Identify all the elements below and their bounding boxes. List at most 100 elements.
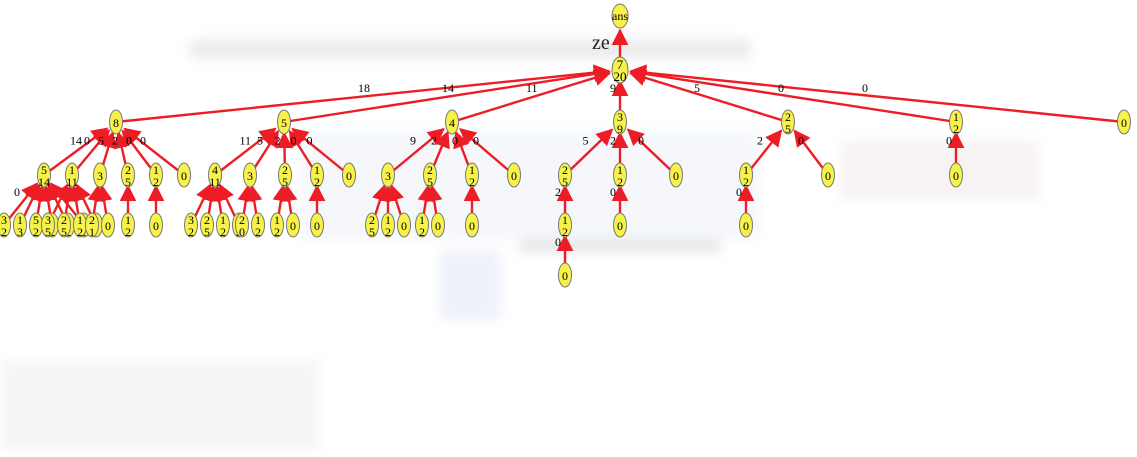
branch-1-0-node: 25 bbox=[200, 212, 214, 239]
branch-0-0-node: 32 bbox=[0, 212, 11, 239]
nodes-layer: 3213521212115143525120111210312250120832… bbox=[0, 3, 1131, 288]
edge-l2-2-3 bbox=[459, 128, 515, 176]
node-count: 5 bbox=[427, 175, 433, 189]
edge-label: 2 bbox=[555, 185, 561, 199]
edge-label: 0 bbox=[736, 185, 742, 199]
node-value: 0 bbox=[562, 269, 568, 283]
branch-1-0-node: 32 bbox=[184, 212, 198, 239]
edge-l2-1-4 bbox=[291, 127, 350, 176]
edge-root-6 bbox=[629, 64, 1125, 124]
branch-0-3-node: 12 bbox=[121, 212, 135, 239]
node-value: 1 bbox=[385, 213, 391, 227]
branch-1-3-node: 0 bbox=[310, 212, 324, 238]
branch-1-1-node: 20 bbox=[235, 212, 249, 239]
branch-0-2-node: 0 bbox=[101, 212, 115, 238]
node-l2-0-5: 0 bbox=[177, 162, 191, 188]
node-l1-3: 39 bbox=[613, 109, 627, 136]
node-l2-0-3: 25 bbox=[121, 162, 135, 189]
node-count: 5 bbox=[562, 175, 568, 189]
edge-label: 14 bbox=[70, 134, 82, 148]
edge-label: 0 bbox=[307, 134, 313, 148]
edge-root-1 bbox=[283, 65, 611, 124]
node-value: 0 bbox=[346, 169, 352, 183]
node-l2-5-0: 0 bbox=[949, 162, 963, 188]
branch-2-1-node: 12 bbox=[415, 212, 429, 239]
node-value: 2 bbox=[369, 213, 375, 227]
node-value: 1 bbox=[77, 213, 83, 227]
edge-label: 2 bbox=[757, 134, 763, 148]
node-value: 4 bbox=[212, 163, 218, 177]
node-count: 5 bbox=[61, 225, 67, 239]
edge-label: 2 bbox=[275, 134, 281, 148]
node-value: 1 bbox=[17, 213, 23, 227]
node-count: 3 bbox=[17, 225, 23, 239]
node-value: 0 bbox=[314, 219, 320, 233]
edge-label: 0 bbox=[798, 134, 804, 148]
edge-root-5 bbox=[629, 65, 957, 124]
node-count: 2 bbox=[77, 225, 83, 239]
edge-l2-3-2 bbox=[626, 128, 677, 176]
node-count: 5 bbox=[785, 122, 791, 136]
node-value: 0 bbox=[1121, 116, 1127, 130]
node-value: 0 bbox=[825, 169, 831, 183]
branch-1-2-node: 12 bbox=[270, 212, 284, 239]
node-l2-1-2: 25 bbox=[278, 162, 292, 189]
edge-label: 0 bbox=[862, 81, 868, 95]
node-l2-3-2: 0 bbox=[669, 162, 683, 188]
branch-1-1-node: 12 bbox=[251, 212, 265, 239]
node-value: 2 bbox=[562, 163, 568, 177]
node-value: 1 bbox=[274, 213, 280, 227]
node-count: 2 bbox=[1, 225, 7, 239]
branch-3-0-child-node: 0 bbox=[558, 262, 572, 288]
node-l2-1-1: 3 bbox=[243, 162, 257, 188]
node-count: 2 bbox=[469, 175, 475, 189]
node-value: 3 bbox=[97, 169, 103, 183]
node-count: 2 bbox=[33, 225, 39, 239]
node-value: 2 bbox=[61, 213, 67, 227]
node-value: 2 bbox=[204, 213, 210, 227]
edge-label: 11 bbox=[526, 81, 538, 95]
node-value: 8 bbox=[113, 116, 119, 130]
node-count: 11 bbox=[209, 175, 221, 189]
node-value: 1 bbox=[617, 163, 623, 177]
branch-0-4-node: 0 bbox=[149, 212, 163, 238]
node-value: 3 bbox=[385, 169, 391, 183]
edge-label: 0 bbox=[610, 185, 616, 199]
node-value: 0 bbox=[673, 169, 679, 183]
node-value: 1 bbox=[220, 213, 226, 227]
node-l2-3-0: 25 bbox=[558, 162, 572, 189]
edge-l2-3-0 bbox=[564, 128, 614, 176]
node-count: 2 bbox=[385, 225, 391, 239]
page-title: ze bbox=[592, 32, 610, 54]
node-value: 7 bbox=[617, 57, 624, 72]
branch-3-1-node: 0 bbox=[613, 212, 627, 238]
branch-1-0-node: 12 bbox=[216, 212, 230, 239]
node-count: 5 bbox=[204, 225, 210, 239]
node-value: 4 bbox=[449, 116, 455, 130]
node-l2-2-0: 3 bbox=[381, 162, 395, 188]
node-count: 2 bbox=[255, 225, 261, 239]
node-l2-2-1: 25 bbox=[423, 162, 437, 189]
edge-root-2 bbox=[451, 69, 612, 124]
node-l2-0-4: 12 bbox=[149, 162, 163, 189]
node-l2-0-0: 514 bbox=[37, 162, 51, 189]
node-value: 1 bbox=[469, 163, 475, 177]
node-value: 1 bbox=[125, 213, 131, 227]
node-count: 5 bbox=[45, 225, 51, 239]
edge-label: 18 bbox=[358, 81, 370, 95]
node-value: 3 bbox=[1, 213, 7, 227]
ans-node: ans bbox=[611, 3, 629, 29]
branch-0-0-node: 13 bbox=[13, 212, 27, 239]
node-value: 1 bbox=[562, 213, 568, 227]
branch-4-0-node: 0 bbox=[739, 212, 753, 238]
edge-label: 0 bbox=[555, 235, 561, 249]
node-count: 5 bbox=[125, 175, 131, 189]
edge-label: 0 bbox=[473, 134, 479, 148]
edge-label: 0 bbox=[946, 134, 952, 148]
branch-0-0-node: 52 bbox=[29, 212, 43, 239]
node-count: 2 bbox=[274, 225, 280, 239]
edge-label: 0 bbox=[126, 134, 132, 148]
edge-label: 0 bbox=[452, 134, 458, 148]
